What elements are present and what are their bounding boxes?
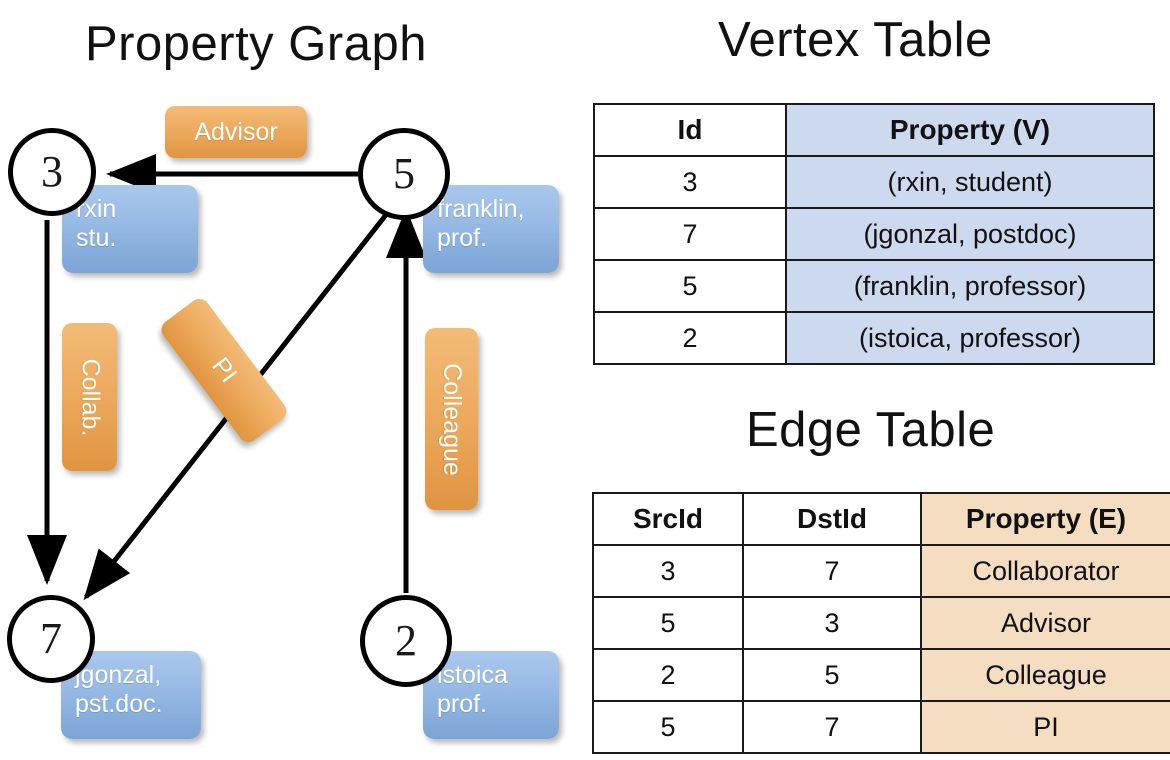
table-row: 2 5 Colleague xyxy=(592,648,1170,702)
edge-table-header-property: Property (E) xyxy=(920,492,1170,546)
vertex-property-box-3-line1: rxin xyxy=(76,195,117,223)
table-row: 5 (franklin, professor) xyxy=(593,259,1155,313)
property-graph-diagram: Advisor Collab. PI Colleague rxin stu. f… xyxy=(0,95,585,760)
edge-label-pi-text: PI xyxy=(206,352,243,389)
edge-table: SrcId DstId Property (E) 3 7 Collaborato… xyxy=(592,492,1170,754)
page-title-vertex-table: Vertex Table xyxy=(718,13,993,67)
vertex-cell-id: 2 xyxy=(593,311,787,365)
graph-node-2[interactable]: 2 xyxy=(360,595,452,687)
edge-cell-property: Colleague xyxy=(920,648,1170,702)
edge-cell-src: 5 xyxy=(592,700,744,754)
table-row: 5 3 Advisor xyxy=(592,596,1170,650)
vertex-cell-property: (jgonzal, postdoc) xyxy=(785,207,1155,261)
vertex-table-header-id: Id xyxy=(593,103,787,157)
edge-label-colleague-text: Colleague xyxy=(438,362,466,476)
vertex-table: Id Property (V) 3 (rxin, student) 7 (jgo… xyxy=(593,103,1155,365)
graph-node-5-label: 5 xyxy=(393,149,415,198)
vertex-table-header-property: Property (V) xyxy=(785,103,1155,157)
graph-node-3-label: 3 xyxy=(41,147,63,196)
vertex-cell-property: (istoica, professor) xyxy=(785,311,1155,365)
table-row: 2 (istoica, professor) xyxy=(593,311,1155,365)
edge-label-advisor[interactable]: Advisor xyxy=(165,106,307,158)
edge-cell-dst: 7 xyxy=(742,544,922,598)
graph-node-5[interactable]: 5 xyxy=(358,128,450,220)
vertex-property-box-7-line1: jgonzal, xyxy=(75,661,162,689)
edge-cell-property: PI xyxy=(920,700,1170,754)
edge-label-advisor-text: Advisor xyxy=(194,117,278,146)
vertex-property-box-5-line1: franklin, xyxy=(437,195,525,223)
edge-table-header-dstid: DstId xyxy=(742,492,922,546)
edge-cell-dst: 7 xyxy=(742,700,922,754)
vertex-property-box-2-line2: prof. xyxy=(437,690,488,718)
edge-cell-src: 5 xyxy=(592,596,744,650)
vertex-property-box-2-line1: istoica xyxy=(437,661,508,689)
vertex-property-box-5-line2: prof. xyxy=(437,224,488,252)
vertex-property-box-5[interactable]: franklin, prof. xyxy=(423,185,559,273)
edge-cell-dst: 3 xyxy=(742,596,922,650)
table-row: 3 7 Collaborator xyxy=(592,544,1170,598)
vertex-cell-property: (franklin, professor) xyxy=(785,259,1155,313)
edge-cell-dst: 5 xyxy=(742,648,922,702)
edge-table-header-row: SrcId DstId Property (E) xyxy=(592,492,1170,546)
edge-cell-src: 3 xyxy=(592,544,744,598)
vertex-property-box-2[interactable]: istoica prof. xyxy=(423,651,559,739)
table-row: 3 (rxin, student) xyxy=(593,155,1155,209)
edge-label-collab-text: Collab. xyxy=(76,358,105,436)
vertex-cell-id: 5 xyxy=(593,259,787,313)
page-title-edge-table: Edge Table xyxy=(746,403,996,457)
edge-label-collab[interactable]: Collab. xyxy=(62,323,117,471)
vertex-cell-property: (rxin, student) xyxy=(785,155,1155,209)
vertex-property-box-7-line2: pst.doc. xyxy=(75,690,163,718)
edge-table-header-srcid: SrcId xyxy=(592,492,744,546)
edge-label-colleague[interactable]: Colleague xyxy=(425,328,478,510)
edge-cell-src: 2 xyxy=(592,648,744,702)
vertex-cell-id: 7 xyxy=(593,207,787,261)
vertex-property-box-3-line2: stu. xyxy=(76,224,117,252)
graph-node-7-label: 7 xyxy=(40,614,62,663)
graph-node-2-label: 2 xyxy=(395,616,417,665)
graph-node-7[interactable]: 7 xyxy=(7,595,95,683)
edge-cell-property: Collaborator xyxy=(920,544,1170,598)
table-row: 5 7 PI xyxy=(592,700,1170,754)
edge-cell-property: Advisor xyxy=(920,596,1170,650)
page-title-property-graph: Property Graph xyxy=(85,17,427,71)
vertex-table-header-row: Id Property (V) xyxy=(593,103,1155,157)
table-row: 7 (jgonzal, postdoc) xyxy=(593,207,1155,261)
graph-node-3[interactable]: 3 xyxy=(8,128,96,216)
vertex-cell-id: 3 xyxy=(593,155,787,209)
